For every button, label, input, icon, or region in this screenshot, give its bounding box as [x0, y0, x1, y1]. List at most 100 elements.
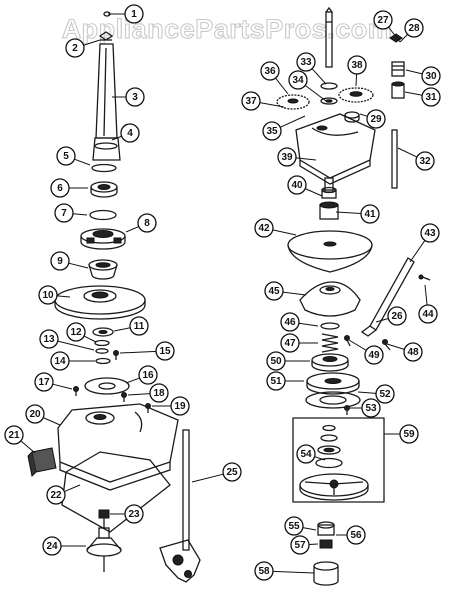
callout-1: 1 [124, 4, 144, 24]
callout-circle [50, 178, 70, 198]
leader-line-12 [83, 335, 97, 343]
part-gearcase-cover-20 [57, 403, 179, 491]
callout-circle [287, 175, 307, 195]
callout-circle [347, 55, 367, 75]
callout-number: 57 [294, 540, 306, 551]
callout-57: 57 [290, 535, 310, 555]
callout-39: 39 [277, 147, 297, 167]
callout-circle [65, 38, 85, 58]
callout-circle [420, 223, 440, 243]
callout-circle [280, 312, 300, 332]
callout-circle [170, 396, 190, 416]
callout-59: 59 [399, 424, 419, 444]
part-pulley-51 [306, 372, 360, 395]
leader-line-31 [404, 91, 423, 96]
callout-3: 3 [125, 87, 145, 107]
leader-line-4 [111, 135, 122, 141]
part-screw-49 [344, 335, 351, 347]
leader-line-54 [314, 456, 326, 461]
callout-number: 34 [292, 75, 304, 86]
callout-number: 44 [422, 309, 434, 320]
callout-circle [66, 322, 86, 342]
callout-circle [4, 425, 24, 445]
part-shaft-25 [159, 429, 201, 583]
callout-circle [296, 52, 316, 72]
callout-circle [149, 383, 169, 403]
callout-47: 47 [280, 333, 300, 353]
callout-number: 50 [270, 356, 282, 367]
part-washer-13 [95, 348, 109, 354]
callout-circle [421, 87, 441, 107]
callout-45: 45 [264, 281, 284, 301]
callout-circle [155, 341, 175, 361]
callout-44: 44 [418, 304, 438, 324]
callout-circle [42, 536, 62, 556]
leader-line-10 [56, 295, 71, 298]
callout-43: 43 [420, 223, 440, 243]
leader-line-20 [43, 417, 61, 426]
callout-number: 54 [300, 449, 312, 460]
callout-number: 31 [425, 92, 437, 103]
callout-number: 43 [424, 228, 436, 239]
callout-circle [262, 121, 282, 141]
part-washer-34 [320, 97, 338, 105]
callout-number: 32 [419, 156, 431, 167]
leader-line-17 [52, 383, 73, 390]
part-clip-2 [98, 31, 114, 41]
callout-circle [264, 281, 284, 301]
leader-line-2 [83, 39, 101, 46]
leader-line-36 [275, 77, 289, 95]
callout-33: 33 [296, 52, 316, 72]
callout-circle [280, 333, 300, 353]
callout-number: 5 [63, 151, 69, 162]
part-gear-36 [276, 94, 310, 110]
part-seal-11 [92, 327, 114, 337]
leader-line-9 [68, 262, 89, 269]
callout-number: 56 [350, 530, 362, 541]
leader-line-7 [72, 213, 88, 216]
callout-number: 2 [72, 43, 78, 54]
callout-circle [421, 66, 441, 86]
watermark-text: AppliancePartsPros.com [62, 14, 393, 44]
callout-circle [260, 61, 280, 81]
part-block-21 [27, 447, 57, 478]
callout-circle [364, 345, 384, 365]
callout-number: 18 [153, 388, 165, 399]
callout-number: 55 [288, 521, 300, 532]
callout-circle [387, 306, 407, 326]
callout-number: 46 [284, 317, 296, 328]
part-kit-box-59 [292, 417, 385, 503]
callout-circle [360, 204, 380, 224]
leader-line-42 [272, 229, 297, 236]
part-hub-8 [80, 228, 126, 250]
leader-line-49 [348, 339, 367, 351]
callout-number: 38 [351, 60, 363, 71]
callout-11: 11 [129, 316, 149, 336]
part-screw-53 [344, 405, 350, 415]
leader-line-45 [282, 291, 307, 296]
callout-12: 12 [66, 322, 86, 342]
part-screw-17 [73, 386, 79, 396]
callout-42: 42 [254, 218, 274, 238]
callout-30: 30 [421, 66, 441, 86]
callout-number: 35 [266, 126, 278, 137]
callout-circle [138, 365, 158, 385]
callout-31: 31 [421, 87, 441, 107]
callout-circle [266, 371, 286, 391]
callout-circle [418, 304, 438, 324]
callout-circle [34, 372, 54, 392]
callout-number: 23 [128, 509, 140, 520]
part-o-ring-5 [91, 163, 117, 173]
part-nut-57 [319, 539, 333, 549]
callout-circle [222, 462, 242, 482]
callout-number: 1 [131, 9, 137, 20]
part-washer-46 [320, 322, 340, 330]
callout-16: 16 [138, 365, 158, 385]
leader-line-44 [424, 284, 428, 306]
part-plate-16 [84, 377, 130, 395]
part-fitting-55 [317, 521, 335, 536]
part-dome-42 [287, 230, 373, 273]
callout-circle [296, 444, 316, 464]
callout-number: 3 [132, 92, 138, 103]
callout-circle [403, 342, 423, 362]
